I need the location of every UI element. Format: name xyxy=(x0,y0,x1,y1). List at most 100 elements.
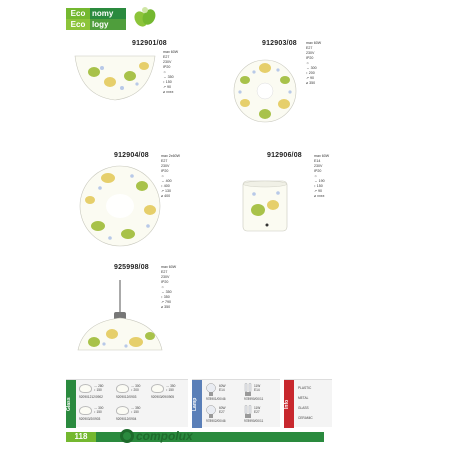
spec-bulb-icon: ☼ xyxy=(161,174,165,178)
glass-code: 9209012/0903 xyxy=(116,395,137,399)
spec-voltage: 230V xyxy=(306,51,315,55)
spec-diameter: ⌀ xxxx xyxy=(163,90,174,94)
spec-bulb-icon: ☼ xyxy=(314,174,318,178)
glass-spec: ↔ 280↕ 150 xyxy=(94,384,104,392)
spec-depth: ↗ 130 xyxy=(161,189,172,193)
spec-power: max 60W xyxy=(163,50,179,54)
glass-thumb xyxy=(79,406,92,415)
glass-strip: Glass ↔ 280↕ 150 920901212/0902 ↔ 300↕ 2… xyxy=(66,379,188,428)
info-item: CERAMIC xyxy=(298,416,313,420)
spec-ip: IP20 xyxy=(161,169,169,173)
spec-diameter: ⌀ 400 xyxy=(161,194,171,198)
info-strip: Info PLASTIC METAL GLASS CERAMIC xyxy=(284,379,332,428)
brand-c-icon xyxy=(120,429,134,443)
glass-spec: ↔ 350↕ 150 xyxy=(166,384,176,392)
page-number: 118 xyxy=(66,432,96,442)
spec-height: ↕ 350 xyxy=(161,295,170,299)
glass-thumb xyxy=(116,384,129,393)
spec-ip: IP20 xyxy=(306,56,314,60)
spec-power: max 2x60W xyxy=(161,154,180,158)
info-item: PLASTIC xyxy=(298,386,312,390)
product-code: 912901/08 xyxy=(132,40,167,47)
spec-width: ↔ 350 xyxy=(161,290,172,294)
eco-label-a: Eco xyxy=(66,8,90,19)
product-code: 912904/08 xyxy=(114,152,149,159)
footer-bar xyxy=(66,432,324,442)
spec-width: ↔ 300 xyxy=(306,66,317,70)
bulb-code: 978901/00/46 xyxy=(206,397,226,401)
glass-spec: ↔ 300↕ 150 xyxy=(94,406,104,414)
spec-list: max 60W E27 230V IP20 ☼ ↔ 350 ↕ 350 ↗ 79… xyxy=(161,265,176,310)
spec-bulb-icon: ☼ xyxy=(161,285,165,289)
spec-height: ↕ 200 xyxy=(306,71,315,75)
glass-label: Glass xyxy=(66,380,76,428)
lamp-label: Lamp xyxy=(192,380,202,428)
lamp-ceiling-round-small xyxy=(233,59,297,123)
product-code: 912906/08 xyxy=(267,152,302,159)
info-item: METAL xyxy=(298,396,309,400)
eco-label-c: Eco xyxy=(66,19,90,30)
eco-label-b: nomy xyxy=(90,8,126,19)
spec-width: ↔ 350 xyxy=(163,75,174,79)
spec-voltage: 230V xyxy=(161,164,170,168)
glass-code: 920903/2/0903 xyxy=(79,417,101,421)
eco-badge: Eco nomy Eco logy xyxy=(66,8,126,30)
lamp-ceiling-round-large xyxy=(79,165,161,247)
info-item: GLASS xyxy=(298,406,309,410)
spec-height: ↕ 400 xyxy=(161,184,170,188)
eco-label-d: logy xyxy=(90,19,126,30)
spec-voltage: 230V xyxy=(163,60,172,64)
product-code: 912903/08 xyxy=(262,40,297,47)
spec-height: ↕ 150 xyxy=(163,80,172,84)
spec-ip: IP20 xyxy=(163,65,171,69)
bulb-code: 978990/00/11 xyxy=(244,397,264,401)
spec-width: ↔ 190 xyxy=(314,179,325,183)
cfl-bulb-icon xyxy=(244,405,252,418)
product-code: 925998/08 xyxy=(114,264,149,271)
leaf-cluster-icon xyxy=(134,7,156,27)
bulb-icon xyxy=(206,405,216,418)
info-label: Info xyxy=(284,380,294,428)
spec-voltage: 230V xyxy=(161,275,170,279)
bulb-code: 978902/00/46 xyxy=(206,419,226,423)
bulb-code: 978990/00/11 xyxy=(244,419,264,423)
spec-diameter: ⌀ xxxx xyxy=(314,194,325,198)
lamp-pendant xyxy=(77,280,163,351)
glass-spec: ↔ 350↕ 150 xyxy=(131,406,141,414)
spec-power: max 60W xyxy=(314,154,330,158)
spec-list: max 60W E27 230V IP20 ☼ ↔ 300 ↕ 200 ↗ 90… xyxy=(306,41,321,86)
spec-depth: ↗ 90 xyxy=(163,85,172,89)
spec-bulb-icon: ☼ xyxy=(306,61,310,65)
cfl-bulb-icon xyxy=(244,383,252,396)
brand-logo: compolux xyxy=(120,429,193,443)
spec-socket: E14 xyxy=(314,159,321,163)
spec-depth: ↗ 90 xyxy=(314,189,323,193)
brand-name: compolux xyxy=(136,429,193,443)
lamp-wall-cylinder xyxy=(242,180,288,232)
spec-depth: ↗ 790 xyxy=(161,300,172,304)
spec-bulb-icon: ☼ xyxy=(163,70,167,74)
spec-depth: ↗ 90 xyxy=(306,76,315,80)
spec-socket: E27 xyxy=(161,270,168,274)
spec-list: max 2x60W E27 230V IP20 ☼ ↔ 400 ↕ 400 ↗ … xyxy=(161,154,180,199)
spec-power: max 60W xyxy=(161,265,177,269)
spec-list: max 60W E14 230V IP20 ☼ ↔ 190 ↕ 150 ↗ 90… xyxy=(314,154,329,199)
spec-diameter: ⌀ 350 xyxy=(306,81,316,85)
spec-power: max 60W xyxy=(306,41,322,45)
glass-thumb xyxy=(151,384,164,393)
spec-width: ↔ 400 xyxy=(161,179,172,183)
bulb-icon xyxy=(206,383,216,396)
glass-code: 9209012/0904 xyxy=(116,417,137,421)
glass-code: 920903/09/0905 xyxy=(151,395,175,399)
spec-socket: E27 xyxy=(306,46,313,50)
lamp-wall-half-bowl xyxy=(74,55,156,101)
spec-ip: IP20 xyxy=(161,280,169,284)
spec-socket: E27 xyxy=(161,159,168,163)
spec-height: ↕ 150 xyxy=(314,184,323,188)
